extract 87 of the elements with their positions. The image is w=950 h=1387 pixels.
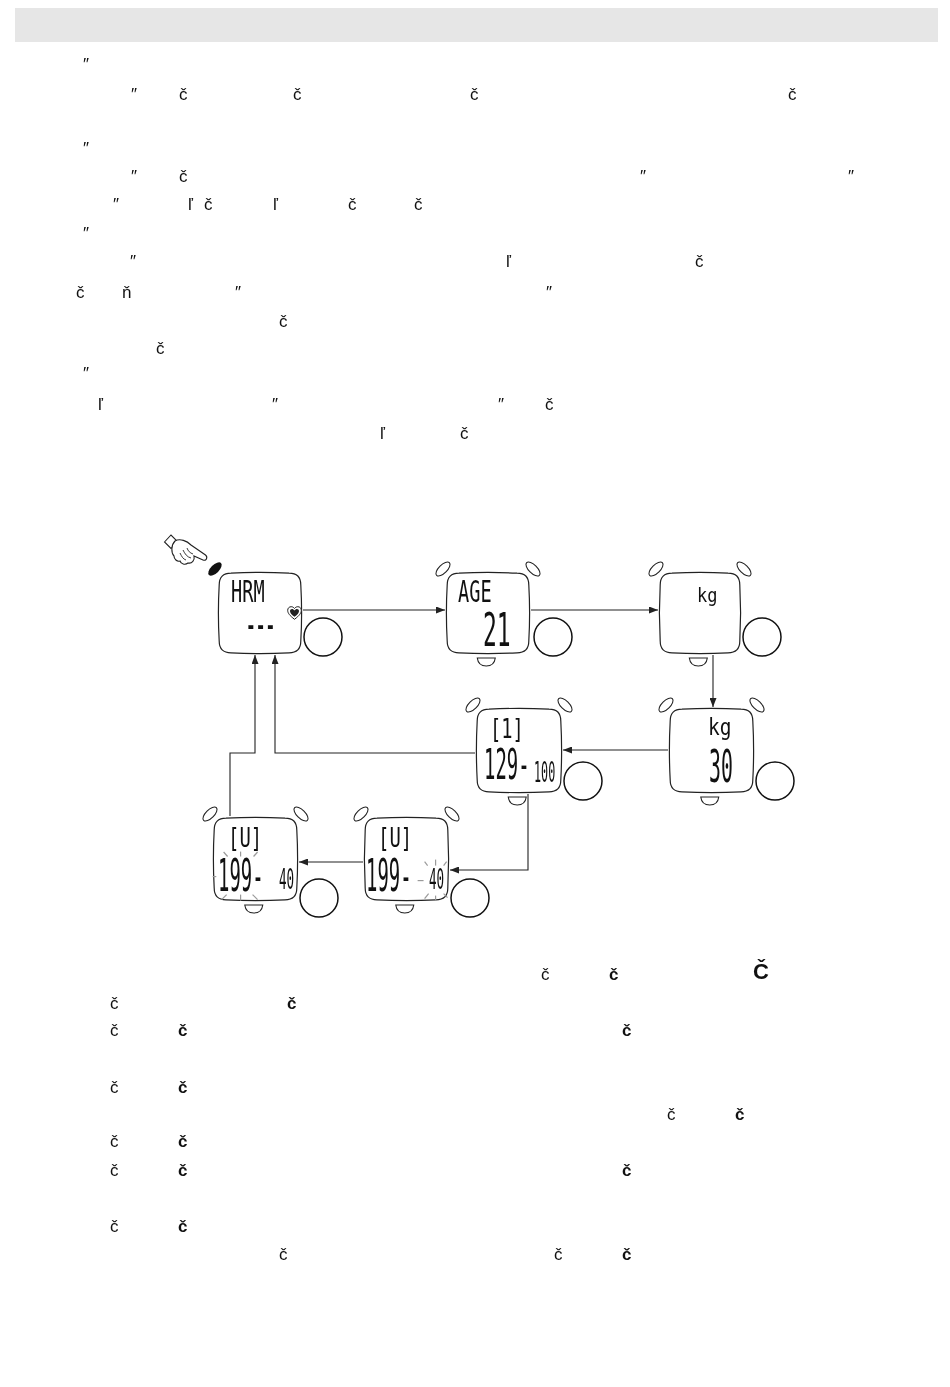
lcd-text: [1] (490, 716, 524, 742)
text-fragment: č (110, 1132, 119, 1152)
watch-display (475, 707, 563, 794)
lcd-text: 129- (484, 744, 530, 786)
text-fragment: ″ (83, 364, 90, 384)
lcd-text: 100 (534, 759, 556, 787)
text-fragment: č (110, 1021, 119, 1041)
text-fragment: č (178, 1078, 188, 1098)
text-fragment: č (178, 1217, 188, 1237)
text-fragment: ″ (131, 85, 138, 105)
text-fragment: č (110, 994, 119, 1014)
text-fragment: ″ (235, 283, 242, 303)
text-fragment: č (279, 1245, 288, 1265)
text-fragment: č (178, 1132, 188, 1152)
lcd-text: 199- (218, 858, 264, 894)
lcd-text: 30 (709, 745, 733, 789)
arrow (709, 654, 717, 708)
text-fragment: č (554, 1245, 563, 1265)
watch-display (212, 816, 299, 902)
text-fragment: č (293, 85, 302, 105)
lcd-text: kg (697, 585, 718, 605)
arrow (271, 654, 476, 754)
lcd-text: 40 (429, 869, 445, 892)
text-fragment: č (609, 965, 619, 985)
text-fragment: č (470, 85, 479, 105)
text-fragment: č (178, 1161, 188, 1181)
text-fragment: ″ (640, 167, 647, 187)
text-fragment: č (178, 1021, 188, 1041)
text-fragment: ľ (380, 424, 385, 444)
text-fragment: č (279, 312, 288, 332)
text-fragment: ″ (83, 224, 90, 244)
text-fragment: č (622, 1021, 632, 1041)
watch-display (217, 571, 303, 655)
text-fragment: ″ (83, 55, 90, 75)
arrow (449, 793, 529, 874)
lcd-text: 21 (483, 607, 511, 653)
lcd-text: AGE (458, 577, 492, 607)
text-fragment: ľ (506, 252, 511, 272)
text-fragment: č (110, 1217, 119, 1237)
text-fragment: č (735, 1105, 745, 1125)
text-fragment: č (414, 195, 423, 215)
text-fragment: č (541, 965, 550, 985)
arrow (229, 654, 259, 817)
text-fragment: ľ (188, 195, 193, 215)
text-fragment: ň (122, 283, 132, 303)
text-fragment: č (667, 1105, 676, 1125)
lcd-text: [U] (378, 826, 413, 851)
arrow (530, 606, 659, 614)
watch-display (363, 816, 450, 902)
text-fragment: č (156, 339, 165, 359)
text-fragment: č (622, 1245, 632, 1265)
arrow (298, 858, 364, 866)
text-fragment: č (545, 395, 554, 415)
text-fragment: č (788, 85, 797, 105)
text-fragment: č (179, 85, 188, 105)
text-fragment: č (348, 195, 357, 215)
lcd-text: 40 (279, 869, 295, 892)
text-fragment: ľ (273, 195, 278, 215)
text-fragment: ″ (83, 139, 90, 159)
text-fragment: ″ (113, 195, 120, 215)
text-fragment: č (110, 1078, 119, 1098)
text-fragment: č (287, 994, 297, 1014)
text-fragment: ″ (130, 252, 137, 272)
arrow (302, 606, 446, 614)
text-fragment: ″ (498, 395, 505, 415)
text-fragment: č (622, 1161, 632, 1181)
arrow (562, 746, 669, 754)
text-fragment: č (179, 167, 188, 187)
text-fragment: č (460, 424, 469, 444)
text-fragment: ″ (546, 283, 553, 303)
lcd-text: HRM (231, 577, 265, 607)
text-fragment: č (76, 283, 85, 303)
text-fragment: ″ (848, 167, 855, 187)
lcd-text: 199- (366, 858, 412, 894)
text-fragment: ľ (98, 395, 103, 415)
watch-display (668, 707, 755, 794)
watch-display (658, 571, 742, 655)
text-fragment: č (204, 195, 213, 215)
text-fragment: ″ (272, 395, 279, 415)
text-fragment: č (695, 252, 704, 272)
lcd-text: --- (246, 613, 276, 639)
watch-display (445, 571, 531, 655)
text-fragment: č (110, 1161, 119, 1181)
lcd-text: kg (708, 716, 732, 739)
text-fragment: ″ (131, 167, 138, 187)
text-fragment: Č (753, 959, 769, 985)
lcd-text: [U] (228, 826, 263, 851)
